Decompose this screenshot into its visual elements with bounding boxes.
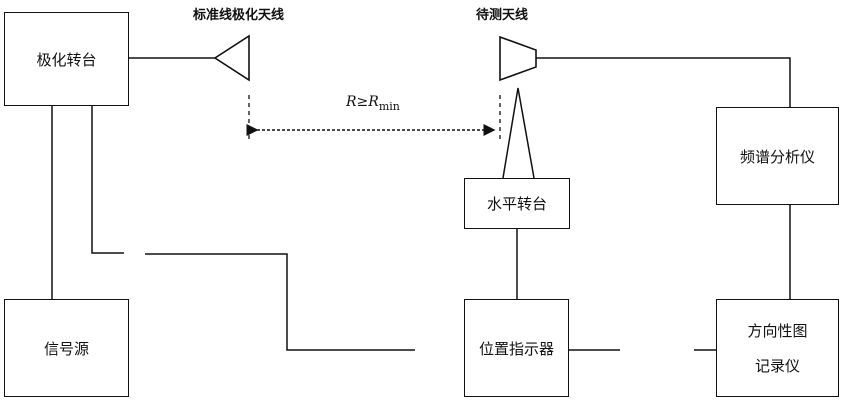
polarization-turntable-label: 极化转台 <box>36 50 97 69</box>
distance-formula: R≥Rmin <box>346 94 400 113</box>
distance-relation: ≥ <box>356 94 369 110</box>
antenna-mast <box>502 87 535 179</box>
pattern-recorder-label-line1: 方向性图 <box>747 322 808 340</box>
pattern-recorder-label-line2: 记录仪 <box>754 357 800 375</box>
position-indicator-label: 位置指示器 <box>478 339 554 358</box>
standard-antenna-caption: 标准线极化天线 <box>193 8 285 23</box>
line-turntable-to-position-indicator-a <box>91 105 124 254</box>
spectrum-analyzer-label: 频谱分析仪 <box>739 147 815 166</box>
line-turntable-to-position-indicator-b <box>145 253 415 351</box>
polarization-turntable-box: 极化转台 <box>4 12 129 106</box>
signal-source-box: 信号源 <box>4 299 129 397</box>
distance-symbol: R <box>346 94 357 110</box>
standard-antenna-horn <box>213 34 250 82</box>
signal-source-label: 信号源 <box>43 339 89 358</box>
position-indicator-box: 位置指示器 <box>464 299 569 397</box>
test-antenna-horn <box>499 35 537 82</box>
spectrum-analyzer-box: 频谱分析仪 <box>716 107 839 205</box>
distance-min-symbol: R <box>368 94 379 110</box>
test-antenna-caption: 待测天线 <box>476 8 529 23</box>
horizontal-turntable-label: 水平转台 <box>486 195 547 213</box>
horizontal-turntable-box: 水平转台 <box>464 178 570 229</box>
pattern-recorder-label: 方向性图 记录仪 <box>747 320 807 376</box>
distance-min-subscript: min <box>378 99 400 113</box>
line-test-antenna-to-spectrum-analyzer <box>536 57 791 108</box>
pattern-recorder-box: 方向性图 记录仪 <box>716 299 839 397</box>
